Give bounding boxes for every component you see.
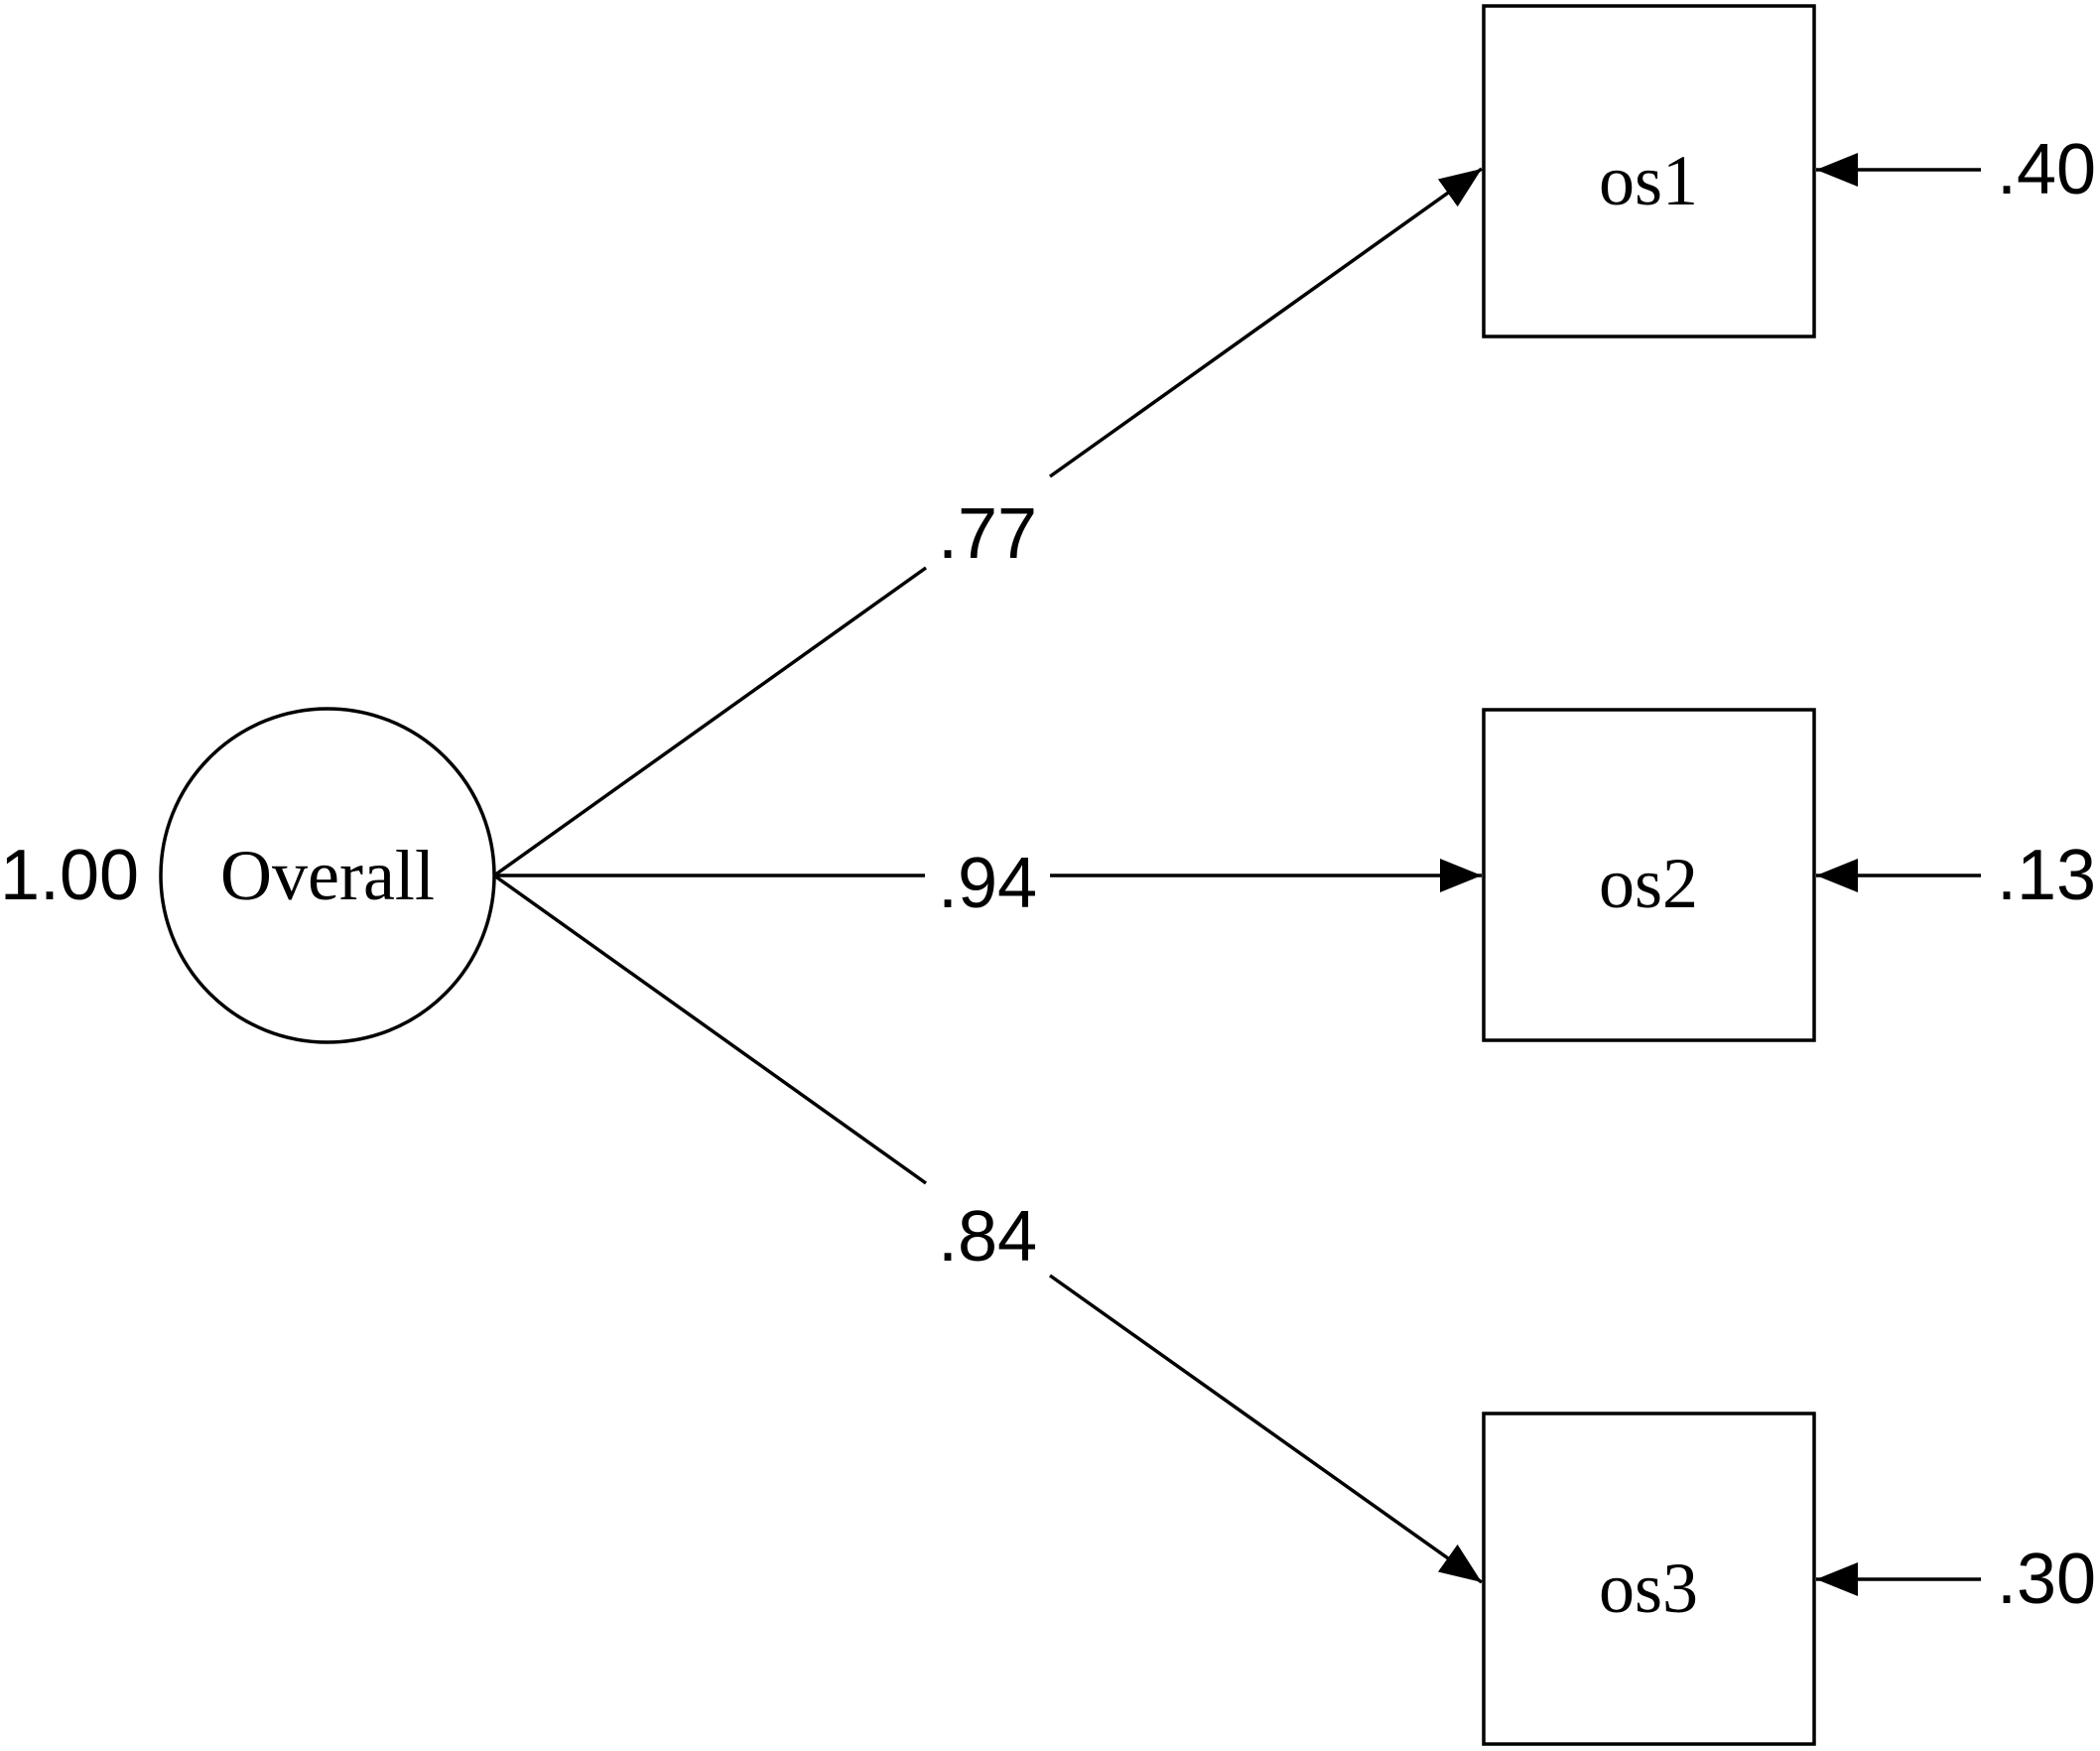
indicator-label-os3: os3 <box>1599 1549 1698 1628</box>
indicator-label-os1: os1 <box>1599 141 1698 220</box>
indicator-os2: os2 <box>1482 708 1816 1042</box>
latent-factor: Overall <box>159 707 496 1044</box>
residual-label-os2: .13 <box>1997 836 2096 915</box>
loading-label-os1: .77 <box>938 494 1037 574</box>
indicator-box-os3 <box>1482 1412 1816 1746</box>
residual-label-os3: .30 <box>1997 1540 2096 1619</box>
loading-path-os3 <box>492 874 1484 1584</box>
indicator-os1: os1 <box>1482 4 1816 338</box>
loading-path-os1 <box>492 167 1484 877</box>
indicator-box-os1 <box>1482 4 1816 338</box>
loading-label-os2: .94 <box>938 844 1037 923</box>
latent-variance: 1.00 <box>0 836 139 915</box>
indicator-os3: os3 <box>1482 1412 1816 1746</box>
residual-label-os1: .40 <box>1997 130 2096 209</box>
loading-label-os3: .84 <box>938 1197 1037 1277</box>
indicator-box-os2 <box>1482 708 1816 1042</box>
latent-label: Overall <box>220 836 435 915</box>
indicator-label-os2: os2 <box>1599 844 1698 923</box>
